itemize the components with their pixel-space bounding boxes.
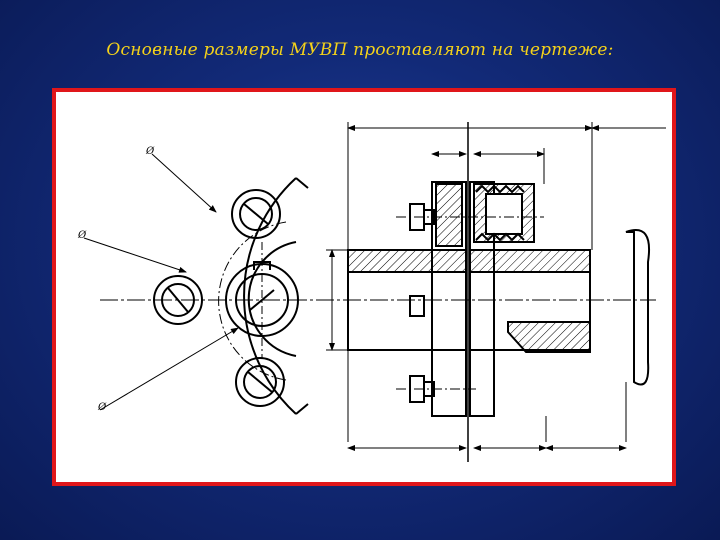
bolt-bottom	[235, 357, 285, 407]
leader-label-1: Ø	[145, 146, 155, 157]
slide-title: Основные размеры МУВП проставляют на чер…	[106, 40, 614, 60]
right-hub-top	[469, 249, 591, 273]
left-hub-body	[347, 271, 467, 351]
leaders	[83, 153, 239, 411]
leader-label-2: Ø	[77, 230, 87, 241]
left-hub-top	[347, 249, 467, 273]
flange-outer-arc	[243, 177, 297, 415]
drawing-frame: Ø Ø Ø	[52, 88, 676, 486]
bolt-top	[231, 189, 281, 239]
side-view	[347, 122, 650, 462]
bolt-circle	[218, 221, 287, 381]
coupling-drawing: Ø Ø Ø	[77, 122, 666, 462]
dimensions	[326, 122, 666, 451]
leader-label-3: Ø	[97, 402, 107, 413]
hub-arc	[247, 241, 297, 357]
end-view	[100, 177, 656, 415]
